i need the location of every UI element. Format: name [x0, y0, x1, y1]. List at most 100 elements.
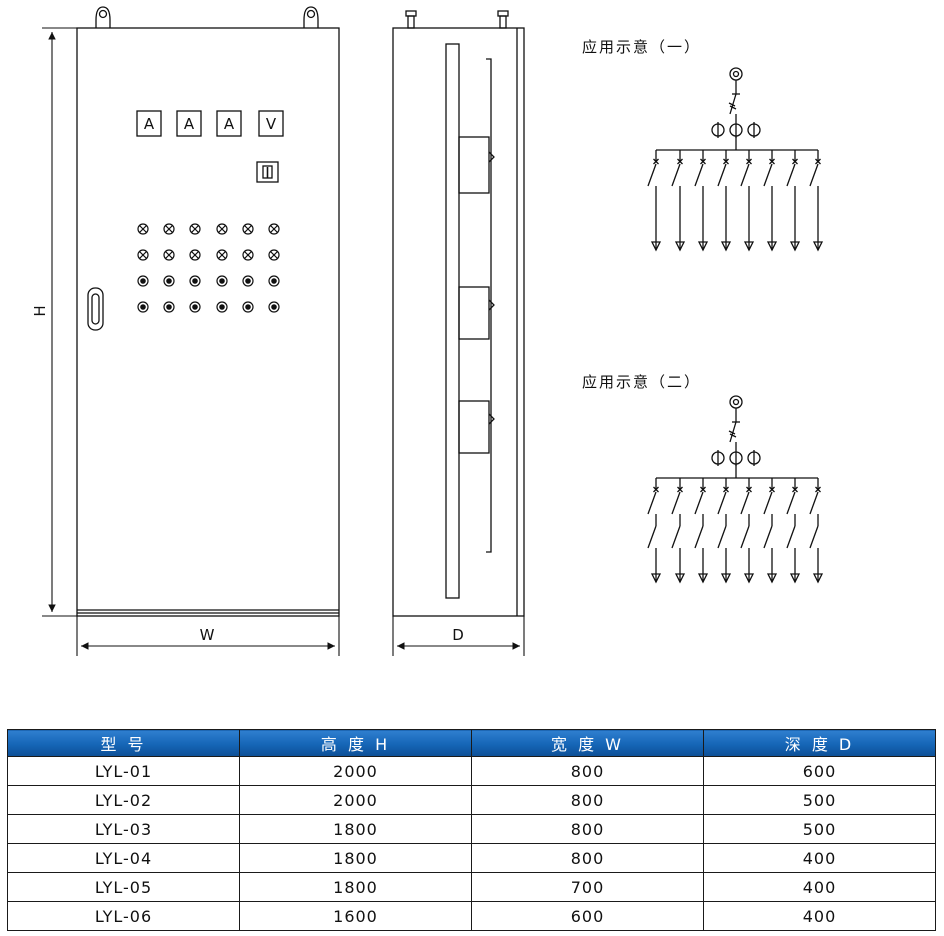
- width-label: W: [200, 626, 215, 644]
- indicator-lamp-icon: [216, 223, 228, 235]
- push-button-icon: [189, 301, 201, 313]
- meter-4-label: V: [266, 115, 277, 133]
- current-transformer-icon: [747, 450, 761, 466]
- door-handle-icon: [87, 287, 104, 331]
- cell-height: 1800: [239, 814, 472, 844]
- push-button-icon: [137, 275, 149, 287]
- cell-depth: 400: [703, 872, 936, 902]
- cell-width: 600: [471, 901, 704, 931]
- indicator-lamp-icon: [137, 249, 149, 261]
- cell-height: 2000: [239, 756, 472, 786]
- cell-depth: 500: [703, 814, 936, 844]
- incoming-terminal-icon: [729, 395, 743, 409]
- feeder-branch: [786, 150, 801, 252]
- current-transformer-icon: [729, 122, 743, 138]
- current-transformer-icon: [711, 122, 725, 138]
- application-diagram-1: [647, 67, 824, 252]
- cell-model: LYL-05: [7, 872, 240, 902]
- main-switch-icon: [729, 421, 737, 443]
- cell-model: LYL-06: [7, 901, 240, 931]
- depth-dimension: [392, 616, 525, 656]
- cell-model: LYL-03: [7, 814, 240, 844]
- header-model: 型 号: [7, 729, 240, 757]
- indicator-lamp-icon: [189, 223, 201, 235]
- indicator-lamp-icon: [242, 223, 254, 235]
- breaker-2-icon: [458, 286, 495, 340]
- cell-depth: 400: [703, 843, 936, 873]
- meter-3-label: A: [224, 115, 235, 133]
- cell-height: 1600: [239, 901, 472, 931]
- push-button-icon: [163, 275, 175, 287]
- push-button-icon: [163, 301, 175, 313]
- indicator-lamp-icon: [189, 249, 201, 261]
- feeder-branch: [809, 150, 824, 252]
- indicator-lamp-icon: [137, 223, 149, 235]
- cell-depth: 600: [703, 756, 936, 786]
- spec-table: 型 号 高 度 H 宽 度 W 深 度 D LYL-01 2000 800 60…: [7, 729, 936, 931]
- current-transformer-icon: [711, 450, 725, 466]
- feeder-branch: [740, 150, 755, 252]
- selector-switch-icon: [256, 161, 279, 183]
- push-button-icon: [242, 275, 254, 287]
- height-label: H: [31, 305, 49, 316]
- indicator-lamp-icon: [216, 249, 228, 261]
- feeder-branch: [671, 150, 686, 252]
- push-button-icon: [268, 301, 280, 313]
- feeder-branch: [694, 478, 709, 584]
- cell-model: LYL-02: [7, 785, 240, 815]
- cell-width: 800: [471, 843, 704, 873]
- table-row: LYL-03 1800 800 500: [7, 814, 936, 844]
- push-button-icon: [216, 275, 228, 287]
- cell-width: 800: [471, 756, 704, 786]
- push-button-icon: [268, 275, 280, 287]
- feeder-branch: [671, 478, 686, 584]
- cell-depth: 500: [703, 785, 936, 815]
- cell-width: 800: [471, 814, 704, 844]
- indicator-lamp-icon: [268, 249, 280, 261]
- breaker-3-icon: [458, 400, 495, 454]
- front-cabinet-body: [76, 27, 340, 617]
- feeder-branch: [694, 150, 709, 252]
- diagram-1-title: 应用示意（一）: [582, 38, 701, 56]
- cell-width: 700: [471, 872, 704, 902]
- push-button-icon: [242, 301, 254, 313]
- table-row: LYL-04 1800 800 400: [7, 843, 936, 873]
- table-row: LYL-01 2000 800 600: [7, 756, 936, 786]
- cell-model: LYL-01: [7, 756, 240, 786]
- table-row: LYL-06 1600 600 400: [7, 901, 936, 931]
- table-row: LYL-02 2000 800 500: [7, 785, 936, 815]
- push-button-icon: [216, 301, 228, 313]
- feeder-branch: [763, 478, 778, 584]
- application-diagram-2: [647, 395, 824, 584]
- feeder-branch: [740, 478, 755, 584]
- main-switch-icon: [729, 93, 737, 115]
- feeder-branch: [763, 150, 778, 252]
- cell-width: 800: [471, 785, 704, 815]
- incoming-terminal-icon: [729, 67, 743, 81]
- side-view: [392, 10, 525, 617]
- meter-1-label: A: [144, 115, 155, 133]
- cell-depth: 400: [703, 901, 936, 931]
- current-transformer-icon: [747, 122, 761, 138]
- push-button-icon: [189, 275, 201, 287]
- front-view: [76, 6, 340, 617]
- feeder-branch: [647, 150, 662, 252]
- breaker-1-icon: [458, 136, 495, 194]
- feeder-branch: [786, 478, 801, 584]
- width-dimension: [76, 616, 340, 656]
- mounting-plate: [445, 43, 460, 599]
- diagram-2-title: 应用示意（二）: [582, 373, 701, 391]
- cell-model: LYL-04: [7, 843, 240, 873]
- cell-height: 1800: [239, 843, 472, 873]
- feeder-branch: [647, 478, 662, 584]
- feeder-branch: [809, 478, 824, 584]
- side-cabinet-body: [392, 27, 525, 617]
- header-height: 高 度 H: [239, 729, 472, 757]
- indicator-lamp-icon: [163, 223, 175, 235]
- indicator-lamp-grid: [137, 223, 280, 313]
- cell-height: 2000: [239, 785, 472, 815]
- indicator-lamp-icon: [268, 223, 280, 235]
- cabinet-drawing: A A A V H W: [31, 6, 824, 656]
- feeder-branch: [717, 150, 732, 252]
- header-width: 宽 度 W: [471, 729, 704, 757]
